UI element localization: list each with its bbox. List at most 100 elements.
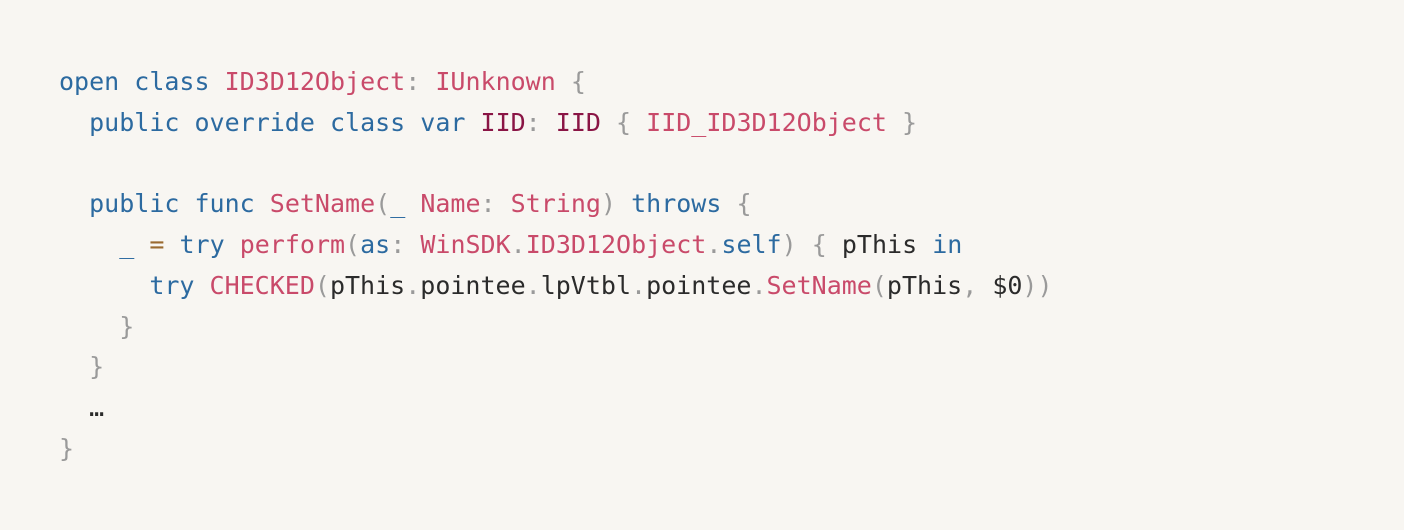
code-token xyxy=(210,67,225,96)
code-token: … xyxy=(89,393,105,422)
code-line: try CHECKED(pThis.pointee.lpVtbl.pointee… xyxy=(59,266,1053,307)
code-token: )) xyxy=(1022,270,1053,300)
code-token: : xyxy=(405,67,421,96)
code-token: try xyxy=(149,270,195,300)
code-token: ( xyxy=(375,189,391,219)
code-line: public override class var IID: IID { IID… xyxy=(59,103,1053,144)
code-token: as xyxy=(360,230,391,259)
code-token xyxy=(179,108,194,137)
code-token: perform xyxy=(239,230,346,259)
code-token: : xyxy=(390,230,406,259)
code-token: class xyxy=(329,107,406,137)
code-token: = xyxy=(149,230,165,259)
code-token: func xyxy=(194,189,255,219)
code-token: pThis xyxy=(886,270,963,300)
code-line: } xyxy=(59,307,1053,348)
code-token xyxy=(255,189,270,218)
code-token: $0 xyxy=(992,270,1023,300)
code-token xyxy=(601,108,616,137)
code-token xyxy=(541,108,556,137)
code-line: open class ID3D12Object: IUnknown { xyxy=(59,62,1053,103)
code-token: self xyxy=(721,230,782,259)
code-token xyxy=(405,230,420,259)
code-token: CHECKED xyxy=(209,270,315,300)
code-token xyxy=(420,67,435,96)
code-token xyxy=(917,230,932,259)
code-line: } xyxy=(59,347,1053,388)
code-token: IID xyxy=(555,107,601,137)
code-token: class xyxy=(134,67,210,96)
code-token xyxy=(59,393,89,422)
code-token xyxy=(225,230,240,259)
code-token: { xyxy=(811,230,827,259)
code-token xyxy=(827,230,842,259)
code-token: ID3D12Object xyxy=(525,230,707,259)
code-token: . xyxy=(631,270,647,300)
code-token xyxy=(59,230,119,259)
code-token: . xyxy=(510,230,526,259)
code-token xyxy=(405,108,420,137)
code-token xyxy=(721,189,736,218)
code-token: ( xyxy=(314,270,330,300)
code-token: open xyxy=(59,67,120,96)
code-token: , xyxy=(962,270,978,300)
code-token: { xyxy=(570,67,586,96)
code-line: … xyxy=(59,388,1053,429)
code-token: } xyxy=(902,107,918,137)
code-token: Name xyxy=(420,189,481,219)
code-token xyxy=(59,352,89,381)
code-token: _ xyxy=(119,230,135,259)
code-token: ID3D12Object xyxy=(224,67,406,96)
code-token xyxy=(134,230,149,259)
code-token xyxy=(59,108,89,137)
code-token: IUnknown xyxy=(435,67,556,96)
code-token: public xyxy=(89,189,180,219)
code-token xyxy=(405,189,420,218)
code-token: } xyxy=(89,352,105,382)
code-token: SetName xyxy=(269,189,376,219)
code-token: : xyxy=(480,189,496,219)
code-line: } xyxy=(59,429,1053,470)
code-line xyxy=(59,144,1053,185)
code-token xyxy=(179,189,194,218)
code-token: in xyxy=(932,230,963,259)
code-token xyxy=(59,271,149,300)
code-token: String xyxy=(510,189,601,219)
code-token xyxy=(496,189,511,218)
code-token: pointee xyxy=(646,270,752,300)
code-token xyxy=(465,108,480,137)
code-token xyxy=(59,189,89,218)
code-token: throws xyxy=(631,189,722,219)
code-token: . xyxy=(751,270,767,300)
code-token: { xyxy=(736,189,752,219)
code-token xyxy=(315,108,330,137)
code-line: public func SetName(_ Name: String) thro… xyxy=(59,184,1053,225)
code-token: IID xyxy=(480,107,526,137)
code-token: public xyxy=(89,107,180,137)
code-token: try xyxy=(179,230,225,259)
code-token: ( xyxy=(345,230,361,259)
code-token xyxy=(797,230,812,259)
code-token xyxy=(119,67,134,96)
code-token xyxy=(887,108,902,137)
code-token: : xyxy=(525,107,541,137)
code-token xyxy=(977,271,992,300)
code-token: _ xyxy=(390,189,406,219)
code-token: . xyxy=(706,230,722,259)
code-token xyxy=(616,189,631,218)
code-token: pThis xyxy=(841,230,918,259)
code-token: var xyxy=(420,107,466,137)
code-token: } xyxy=(59,433,75,463)
code-token: } xyxy=(119,311,135,341)
code-token: { xyxy=(616,107,632,137)
code-token xyxy=(59,312,119,341)
code-token: override xyxy=(194,107,315,137)
code-token: SetName xyxy=(766,270,872,300)
code-token: ) xyxy=(600,189,617,219)
code-token: . xyxy=(525,270,541,300)
code-token: lpVtbl xyxy=(540,270,632,300)
code-token xyxy=(631,108,646,137)
code-token: pointee xyxy=(420,270,526,300)
code-token xyxy=(164,230,179,259)
code-token: pThis xyxy=(329,270,406,300)
